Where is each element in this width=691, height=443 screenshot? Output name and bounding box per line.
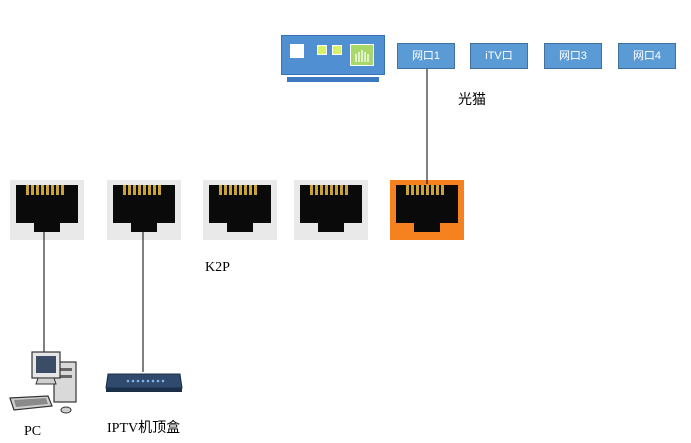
optical-modem (281, 35, 385, 85)
router-lan-port-icon (203, 180, 277, 240)
modem-port-3: 网口3 (544, 43, 602, 69)
modem-led-icon (317, 45, 327, 55)
modem-port-1: 网口1 (397, 43, 455, 69)
modem-screen-icon (350, 44, 374, 66)
modem-body (281, 35, 385, 75)
router-label: K2P (205, 260, 230, 275)
pc-label: PC (24, 424, 42, 439)
modem-label: 光猫 (458, 93, 486, 108)
modem-indicator-icon (290, 44, 304, 58)
modem-led-icon (332, 45, 342, 55)
stb-label: IPTV机顶盒 (107, 421, 181, 436)
modem-stand (287, 77, 379, 82)
router-lan-port-icon (10, 180, 84, 240)
router-wan-port-icon (390, 180, 464, 240)
modem-port-4: 网口4 (618, 43, 676, 69)
pc-icon (9, 351, 77, 414)
router-lan-port-icon (107, 180, 181, 240)
set-top-box-icon (105, 373, 183, 392)
router-lan-port-icon (294, 180, 368, 240)
modem-port-itv: iTV口 (470, 43, 528, 69)
